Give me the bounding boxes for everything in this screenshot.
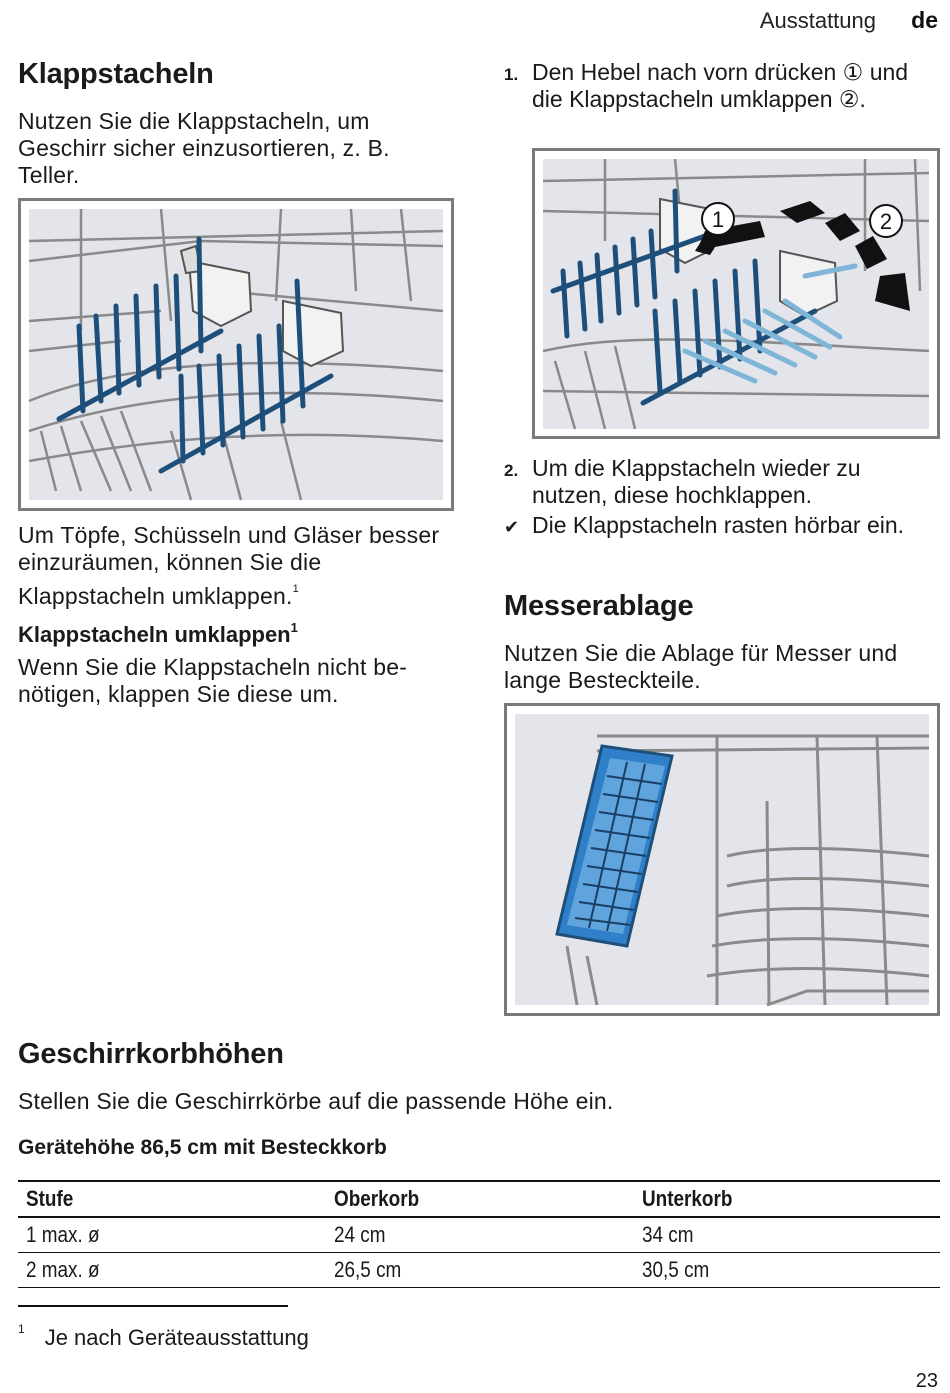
knife-tray-illustration [515, 714, 930, 1007]
geschirrkorb-paragraph: Stellen Sie die Geschirrkörbe auf die pa… [18, 1088, 614, 1114]
table-cell: 34 cm [634, 1217, 940, 1253]
section-title-messerablage: Messerablage [504, 590, 694, 622]
section-title-geschirrkorbhoehen: Geschirrkorbhöhen [18, 1038, 284, 1070]
footnote-mark: 1 [18, 1322, 25, 1336]
basket-height-table: Stufe Oberkorb Unterkorb 1 max. ø 24 cm … [18, 1180, 940, 1288]
checkmark-icon: ✔ [504, 517, 520, 537]
language-tag: de [911, 7, 938, 33]
table-cell: 24 cm [326, 1217, 634, 1253]
column-header: Unterkorb [634, 1180, 940, 1218]
spikes-folding-illustration: 1 2 [542, 158, 930, 430]
footnote-ref: 1 [290, 620, 298, 635]
messerablage-paragraph: Nutzen Sie die Ablage für Messer und lan… [504, 640, 898, 693]
figure-spikes-upright [18, 198, 454, 511]
footnote-ref: 1 [292, 583, 299, 595]
fold-paragraph-text: Um Töpfe, Schüsseln und Gläser besser ei… [18, 522, 440, 609]
subheading-text: Klappstacheln umklappen [18, 622, 291, 647]
footnote: 1 Je nach Geräteausstattung [18, 1322, 309, 1351]
table-caption: Gerätehöhe 86,5 cm mit Besteckkorb [18, 1136, 387, 1159]
figure-knife-tray [504, 703, 940, 1016]
callout-2: 2 [880, 209, 892, 234]
umklappen-paragraph: Wenn Sie die Klappstacheln nicht be-nöti… [18, 654, 408, 707]
step-number: 2. [504, 461, 519, 480]
column-header: Stufe [18, 1180, 326, 1218]
running-header-section: Ausstattung [759, 8, 876, 33]
spikes-upright-illustration [28, 208, 444, 501]
footnote-divider [18, 1305, 288, 1307]
page-number: 23 [915, 1370, 938, 1392]
intro-paragraph: Nutzen Sie die Klappstacheln, um Geschir… [18, 108, 390, 188]
figure-spikes-folding: 1 2 [532, 148, 940, 439]
table-row: 2 max. ø 26,5 cm 30,5 cm [18, 1252, 940, 1288]
step-2: 2. Um die Klappstacheln wieder zu nutzen… [504, 455, 934, 509]
section-title-klappstacheln: Klappstacheln [18, 58, 214, 90]
step-1: 1. Den Hebel nach vorn drücken ① und die… [504, 59, 934, 113]
footnote-text: Je nach Geräteausstattung [44, 1325, 309, 1350]
table-row: 1 max. ø 24 cm 34 cm [18, 1217, 940, 1253]
result-text: Die Klappstacheln rasten hörbar ein. [532, 512, 905, 538]
step-result: ✔ Die Klappstacheln rasten hörbar ein. [504, 512, 934, 541]
column-header: Oberkorb [326, 1180, 634, 1218]
table-cell: 2 max. ø [18, 1252, 326, 1288]
table-cell: 26,5 cm [326, 1252, 634, 1288]
fold-paragraph: Um Töpfe, Schüsseln und Gläser besser ei… [18, 522, 448, 610]
table-cell: 1 max. ø [18, 1217, 326, 1253]
callout-1: 1 [712, 207, 724, 232]
table-header-row: Stufe Oberkorb Unterkorb [18, 1180, 940, 1218]
step-text: Den Hebel nach vorn drücken ① und die Kl… [532, 59, 909, 112]
table-cell: 30,5 cm [634, 1252, 940, 1288]
step-text: Um die Klappstacheln wieder zu nutzen, d… [532, 455, 861, 508]
step-number: 1. [504, 65, 519, 84]
subheading-umklappen: Klappstacheln umklappen1 [18, 620, 298, 648]
